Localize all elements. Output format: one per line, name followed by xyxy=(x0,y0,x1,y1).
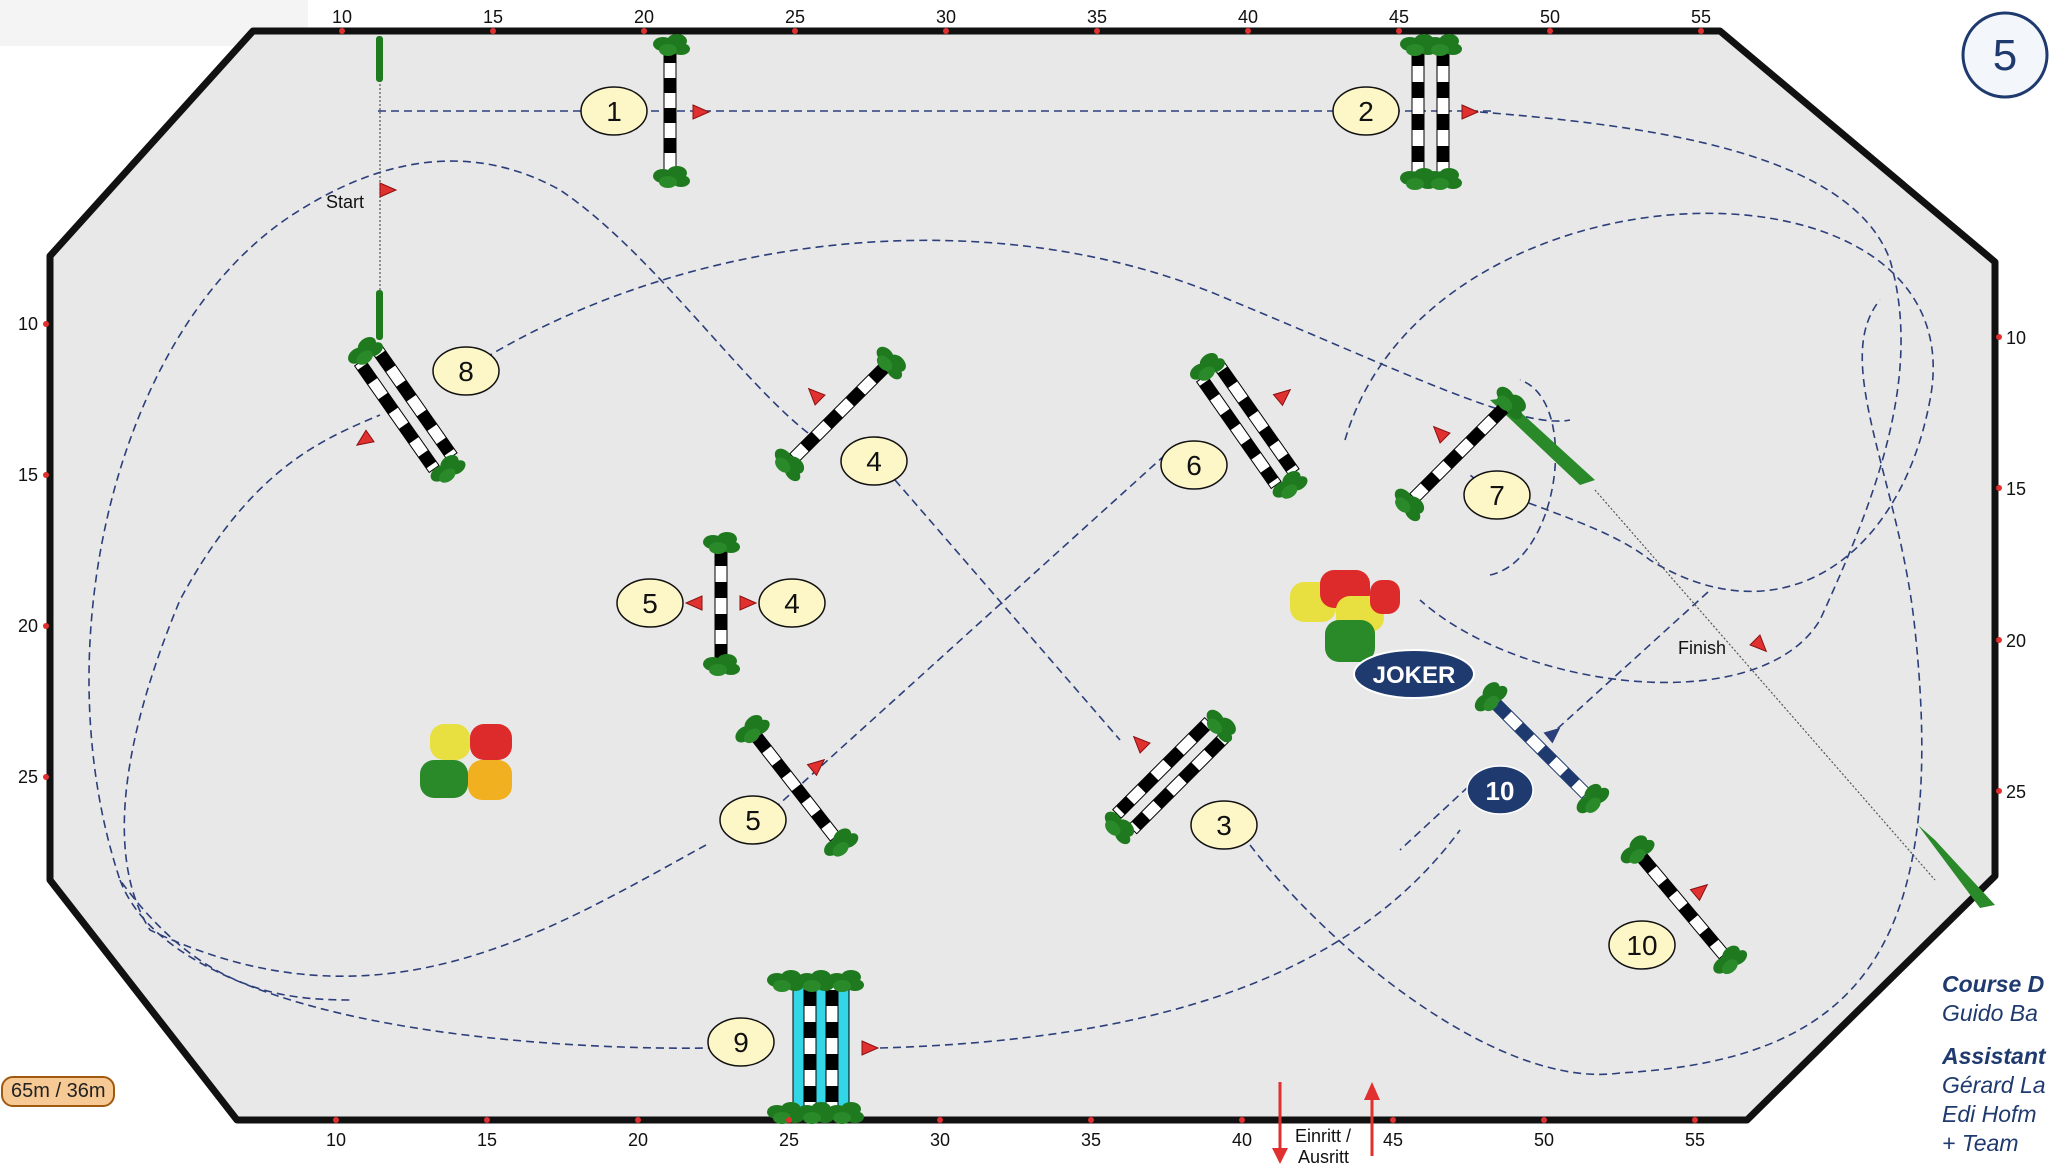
obstacle-5-4-center xyxy=(685,532,757,676)
svg-text:7: 7 xyxy=(1489,480,1505,511)
svg-text:4: 4 xyxy=(866,446,882,477)
svg-text:15: 15 xyxy=(2006,479,2026,499)
flower-bed-joker xyxy=(1290,570,1400,662)
obstacle-label-4-right: 4 xyxy=(758,578,826,628)
svg-text:10: 10 xyxy=(2006,328,2026,348)
page-number-badge: 5 xyxy=(1961,11,2049,99)
svg-text:55: 55 xyxy=(1691,7,1711,27)
svg-text:4: 4 xyxy=(784,588,800,619)
svg-text:55: 55 xyxy=(1685,1130,1705,1150)
svg-text:Einritt /: Einritt / xyxy=(1295,1126,1351,1146)
svg-text:45: 45 xyxy=(1383,1130,1403,1150)
svg-text:Ausritt: Ausritt xyxy=(1298,1147,1349,1166)
designer-heading: Course D xyxy=(1942,971,2045,997)
obstacle-6 xyxy=(1185,347,1311,506)
flower-bed-left xyxy=(420,724,512,800)
obstacle-label-2: 2 xyxy=(1332,86,1400,136)
designer-name: Guido Ba xyxy=(1942,1000,2038,1026)
entrance-exit: Einritt / Ausritt xyxy=(1272,1082,1380,1166)
svg-text:10: 10 xyxy=(1626,930,1657,961)
arena-boundary xyxy=(46,27,1999,1124)
svg-text:15: 15 xyxy=(18,465,38,485)
ruler-bottom: 10 15 20 25 30 35 40 45 50 55 xyxy=(326,1117,1705,1150)
svg-text:40: 40 xyxy=(1232,1130,1252,1150)
svg-text:10: 10 xyxy=(332,7,352,27)
obstacle-1 xyxy=(653,34,710,188)
obstacle-label-10: 10 xyxy=(1608,920,1676,970)
svg-text:10: 10 xyxy=(1486,776,1515,806)
svg-text:25: 25 xyxy=(779,1130,799,1150)
svg-text:35: 35 xyxy=(1081,1130,1101,1150)
svg-text:25: 25 xyxy=(18,767,38,787)
svg-text:15: 15 xyxy=(477,1130,497,1150)
svg-text:45: 45 xyxy=(1389,7,1409,27)
svg-text:5: 5 xyxy=(1993,31,2017,80)
svg-text:10: 10 xyxy=(18,314,38,334)
obstacle-label-5-lower: 5 xyxy=(719,795,787,845)
joker-obstacle-10 xyxy=(1469,676,1613,821)
ruler-right: 10 15 20 25 xyxy=(1996,328,2026,802)
svg-text:10: 10 xyxy=(326,1130,346,1150)
obstacle-label-9: 9 xyxy=(707,1017,775,1067)
svg-text:5: 5 xyxy=(642,588,658,619)
svg-text:20: 20 xyxy=(2006,631,2026,651)
obstacle-9-water xyxy=(767,970,879,1124)
svg-text:40: 40 xyxy=(1238,7,1258,27)
svg-text:9: 9 xyxy=(733,1027,749,1058)
assistant-name: Gérard La xyxy=(1942,1072,2046,1098)
ruler-top: 10 15 20 25 30 35 40 45 50 55 xyxy=(332,7,1711,34)
obstacle-2 xyxy=(1400,34,1479,190)
finish-label: Finish xyxy=(1678,638,1726,658)
svg-text:25: 25 xyxy=(2006,782,2026,802)
joker-badge: JOKER xyxy=(1353,649,1475,699)
obstacle-label-6: 6 xyxy=(1160,440,1228,490)
svg-text:50: 50 xyxy=(1540,7,1560,27)
course-route xyxy=(88,110,1934,1076)
svg-text:8: 8 xyxy=(458,356,474,387)
joker-number-label: 10 xyxy=(1466,765,1534,815)
obstacle-label-1: 1 xyxy=(580,86,648,136)
obstacle-label-7: 7 xyxy=(1463,470,1531,520)
svg-text:20: 20 xyxy=(18,616,38,636)
svg-text:3: 3 xyxy=(1216,810,1232,841)
obstacle-label-4: 4 xyxy=(840,436,908,486)
assistant-name: + Team xyxy=(1942,1130,2019,1156)
svg-text:2: 2 xyxy=(1358,96,1374,127)
svg-text:1: 1 xyxy=(606,96,622,127)
obstacle-4-diagonal xyxy=(767,341,912,485)
svg-text:JOKER: JOKER xyxy=(1373,662,1456,689)
ruler-left: 10 15 20 25 xyxy=(18,314,49,787)
assistant-heading: Assistant xyxy=(1942,1043,2046,1069)
obstacle-label-8: 8 xyxy=(432,346,500,396)
svg-text:25: 25 xyxy=(785,7,805,27)
svg-text:5: 5 xyxy=(745,805,761,836)
obstacle-8 xyxy=(343,331,469,490)
start-label: Start xyxy=(326,192,364,212)
svg-text:20: 20 xyxy=(634,7,654,27)
obstacle-10 xyxy=(1615,829,1751,981)
assistant-name: Edi Hofm xyxy=(1942,1101,2037,1127)
obstacle-7 xyxy=(1387,381,1532,525)
svg-text:30: 30 xyxy=(930,1130,950,1150)
svg-text:6: 6 xyxy=(1186,450,1202,481)
svg-text:20: 20 xyxy=(628,1130,648,1150)
svg-text:35: 35 xyxy=(1087,7,1107,27)
svg-text:30: 30 xyxy=(936,7,956,27)
obstacle-5-lower xyxy=(730,709,862,864)
credits-panel: Course D Guido Ba Assistant Gérard La Ed… xyxy=(1942,970,2049,1158)
svg-text:50: 50 xyxy=(1534,1130,1554,1150)
obstacle-3 xyxy=(1097,704,1242,848)
obstacle-label-3: 3 xyxy=(1190,800,1258,850)
obstacle-label-5-left: 5 xyxy=(616,578,684,628)
arena-dimensions-badge: 65m / 36m xyxy=(1,1076,116,1107)
svg-text:15: 15 xyxy=(483,7,503,27)
